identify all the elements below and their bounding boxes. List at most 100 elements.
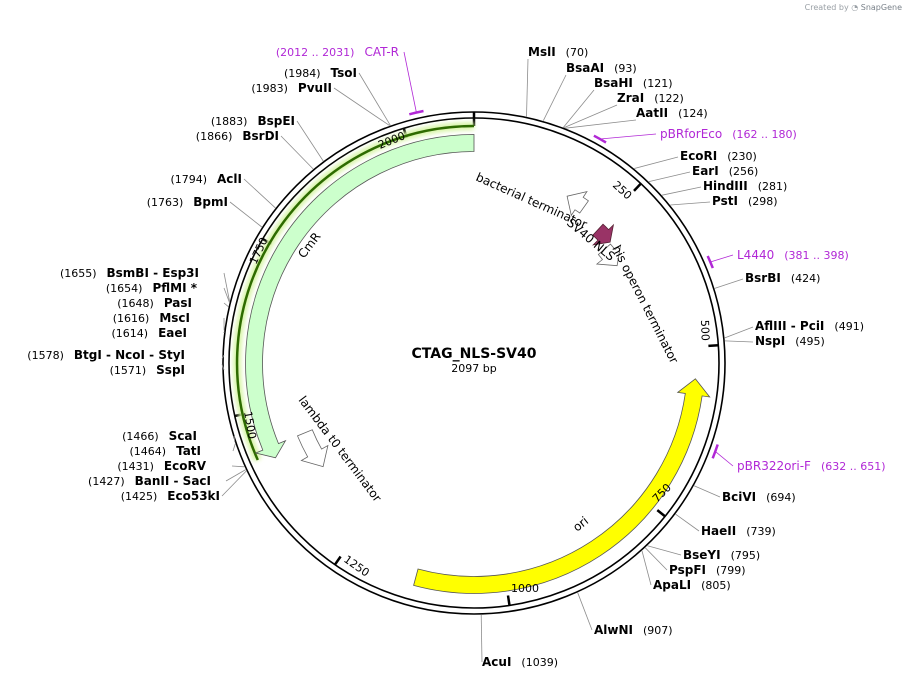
primer-leader-3 — [715, 451, 734, 467]
enzyme-leader-495 — [724, 340, 754, 343]
enzyme-leader-799 — [645, 547, 668, 571]
enzyme-pflMI[interactable]: (1654)PflMI * — [106, 281, 198, 295]
snapgene-credit: Created by ◔ SnapGene — [805, 3, 902, 12]
enzyme-leader-1425 — [221, 470, 247, 497]
credit-brand: SnapGene — [860, 3, 902, 12]
enzyme-aflIII-pciI[interactable]: AflIII - PciI(491) — [755, 319, 864, 333]
primer-pbrforeco[interactable]: pBRforEco(162 .. 180) — [660, 127, 797, 141]
enzyme-leader-907 — [577, 592, 593, 631]
tick-label-1500: 1500 — [241, 410, 259, 440]
enzyme-leader-739 — [675, 513, 700, 532]
sv40-nls-arrow[interactable] — [592, 223, 615, 246]
tick-mark-1000 — [506, 595, 511, 606]
enzyme-leader-1794 — [243, 178, 276, 209]
enzyme-mscI[interactable]: (1616)MscI — [113, 311, 190, 325]
tick-mark-750 — [656, 509, 666, 518]
enzyme-leader-1571 — [221, 364, 225, 371]
credit-prefix: Created by — [804, 3, 849, 12]
enzyme-tatI[interactable]: (1464)TatI — [129, 444, 201, 458]
snapgene-logo-icon: ◔ — [851, 3, 859, 12]
enzyme-bsrbI[interactable]: BsrBI(424) — [745, 271, 820, 285]
enzyme-eaeI[interactable]: (1614)EaeI — [112, 326, 187, 340]
enzyme-leader-1654 — [223, 287, 230, 303]
enzyme-hindIII[interactable]: HindIII(281) — [703, 179, 787, 193]
enzyme-leader-230 — [634, 156, 679, 169]
enzyme-zraI[interactable]: ZraI(122) — [617, 91, 684, 105]
primer-marks — [403, 51, 734, 467]
enzyme-leader-795 — [647, 545, 682, 556]
enzyme-leader-694 — [693, 485, 721, 498]
enzyme-banII-sacI[interactable]: (1427)BanII - SacI — [88, 474, 211, 488]
enzyme-pspFI[interactable]: PspFI(799) — [669, 563, 746, 577]
feature-label-his-operon-terminator: his operon terminator — [609, 243, 681, 366]
enzyme-ecoRI[interactable]: EcoRI(230) — [680, 149, 757, 163]
enzyme-alwNI[interactable]: AlwNI(907) — [594, 623, 673, 637]
enzyme-bsmBI-esp3I[interactable]: (1655)BsmBI - Esp3I — [60, 266, 199, 280]
enzyme-leader-1039 — [480, 614, 483, 663]
enzyme-leader-298 — [670, 201, 711, 206]
enzyme-leader-121 — [563, 89, 595, 128]
enzyme-labels: MslI(70) BsaAI(93) BsaHI(121) ZraI(122) … — [27, 45, 864, 669]
enzyme-aclI[interactable]: (1794)AclI — [170, 172, 242, 186]
enzyme-leader-491 — [724, 326, 754, 339]
enzyme-bciVI[interactable]: BciVI(694) — [722, 490, 796, 504]
bacterial-terminator-arrow[interactable] — [566, 190, 589, 217]
enzyme-leader-1431 — [231, 465, 245, 468]
enzyme-leader-93 — [542, 74, 567, 121]
enzyme-leader-1427 — [225, 469, 246, 482]
cmr-feature-arrow[interactable] — [245, 134, 475, 459]
enzyme-eco53kI[interactable]: (1425)Eco53kI — [121, 489, 220, 503]
primer-l4440[interactable]: L4440(381 .. 398) — [737, 248, 849, 262]
his-operon-terminator-arrow[interactable] — [595, 243, 622, 267]
enzyme-leader-124 — [565, 119, 637, 129]
tick-mark-500 — [708, 343, 719, 348]
enzyme-apaLI[interactable]: ApaLI(805) — [653, 578, 731, 592]
enzyme-tsoI[interactable]: (1984)TsoI — [284, 66, 357, 80]
enzyme-leader-122 — [563, 104, 618, 128]
feature-label-ori: ori — [570, 514, 591, 535]
enzyme-pstI[interactable]: PstI(298) — [712, 194, 778, 208]
enzyme-leader-1984 — [358, 72, 391, 126]
enzyme-pvuII[interactable]: (1983)PvuII — [251, 81, 332, 95]
enzyme-leader-1466 — [233, 435, 236, 443]
cmr-selection-line — [235, 124, 475, 461]
enzyme-nspI[interactable]: NspI(495) — [755, 334, 825, 348]
primer-leader-0 — [403, 51, 417, 113]
enzyme-leader-424 — [714, 278, 744, 289]
enzyme-aatII[interactable]: AatII(124) — [636, 106, 708, 120]
enzyme-pasI[interactable]: (1648)PasI — [117, 296, 192, 310]
enzyme-sspI[interactable]: (1571)SspI — [110, 363, 185, 377]
enzyme-leader-805 — [641, 550, 652, 586]
primer-leader-2 — [710, 254, 734, 263]
tick-label-500: 500 — [698, 320, 712, 341]
enzyme-earI[interactable]: EarI(256) — [692, 164, 758, 178]
enzyme-bpmI[interactable]: (1763)BpmI — [147, 195, 228, 209]
enzyme-leader-1983 — [333, 87, 390, 126]
enzyme-leader-281 — [661, 186, 702, 196]
enzyme-bsahI[interactable]: BsaHI(121) — [594, 76, 673, 90]
enzyme-leader-1578 — [221, 354, 225, 360]
enzyme-bsaaI[interactable]: BsaAI(93) — [566, 61, 637, 75]
enzyme-scaI[interactable]: (1466)ScaI — [122, 429, 197, 443]
enzyme-mslI[interactable]: MslI(70) — [528, 45, 588, 59]
enzyme-bseYI[interactable]: BseYI(795) — [683, 548, 760, 562]
enzyme-leader-1866 — [280, 135, 314, 170]
plasmid-length: 2097 bp — [451, 362, 496, 375]
primer-cat-r[interactable]: (2012 .. 2031)CAT-R — [276, 45, 399, 59]
features — [233, 122, 711, 594]
enzyme-ecoRV[interactable]: (1431)EcoRV — [117, 459, 206, 473]
enzyme-leader-1464 — [232, 443, 236, 452]
primer-mark-0 — [408, 109, 424, 116]
primer-mark-2 — [706, 255, 714, 269]
enzyme-bsrDI[interactable]: (1866)BsrDI — [196, 129, 279, 143]
enzyme-btgI-ncoI-styI[interactable]: (1578)BtgI - NcoI - StyI — [27, 348, 185, 362]
ori-feature-arrow[interactable] — [413, 378, 711, 594]
enzyme-leader-1763 — [229, 201, 263, 228]
enzyme-bspEI[interactable]: (1883)BspEI — [211, 114, 295, 128]
enzyme-haeII[interactable]: HaeII(739) — [701, 524, 776, 538]
enzyme-acuI[interactable]: AcuI(1039) — [482, 655, 558, 669]
primer-pbr322ori-f[interactable]: pBR322ori-F(632 .. 651) — [737, 459, 886, 473]
lambda-t0-terminator-arrow[interactable] — [296, 429, 329, 468]
enzyme-leader-1648 — [223, 302, 229, 308]
enzyme-leader-256 — [648, 171, 691, 182]
